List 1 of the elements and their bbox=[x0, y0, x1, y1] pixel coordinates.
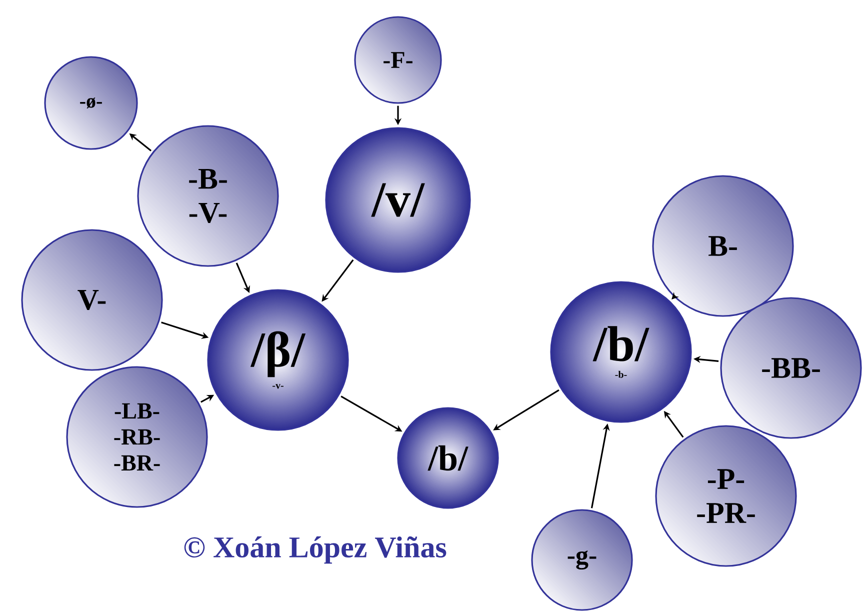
copyright-notice: © Xoán López Viñas bbox=[184, 536, 446, 564]
